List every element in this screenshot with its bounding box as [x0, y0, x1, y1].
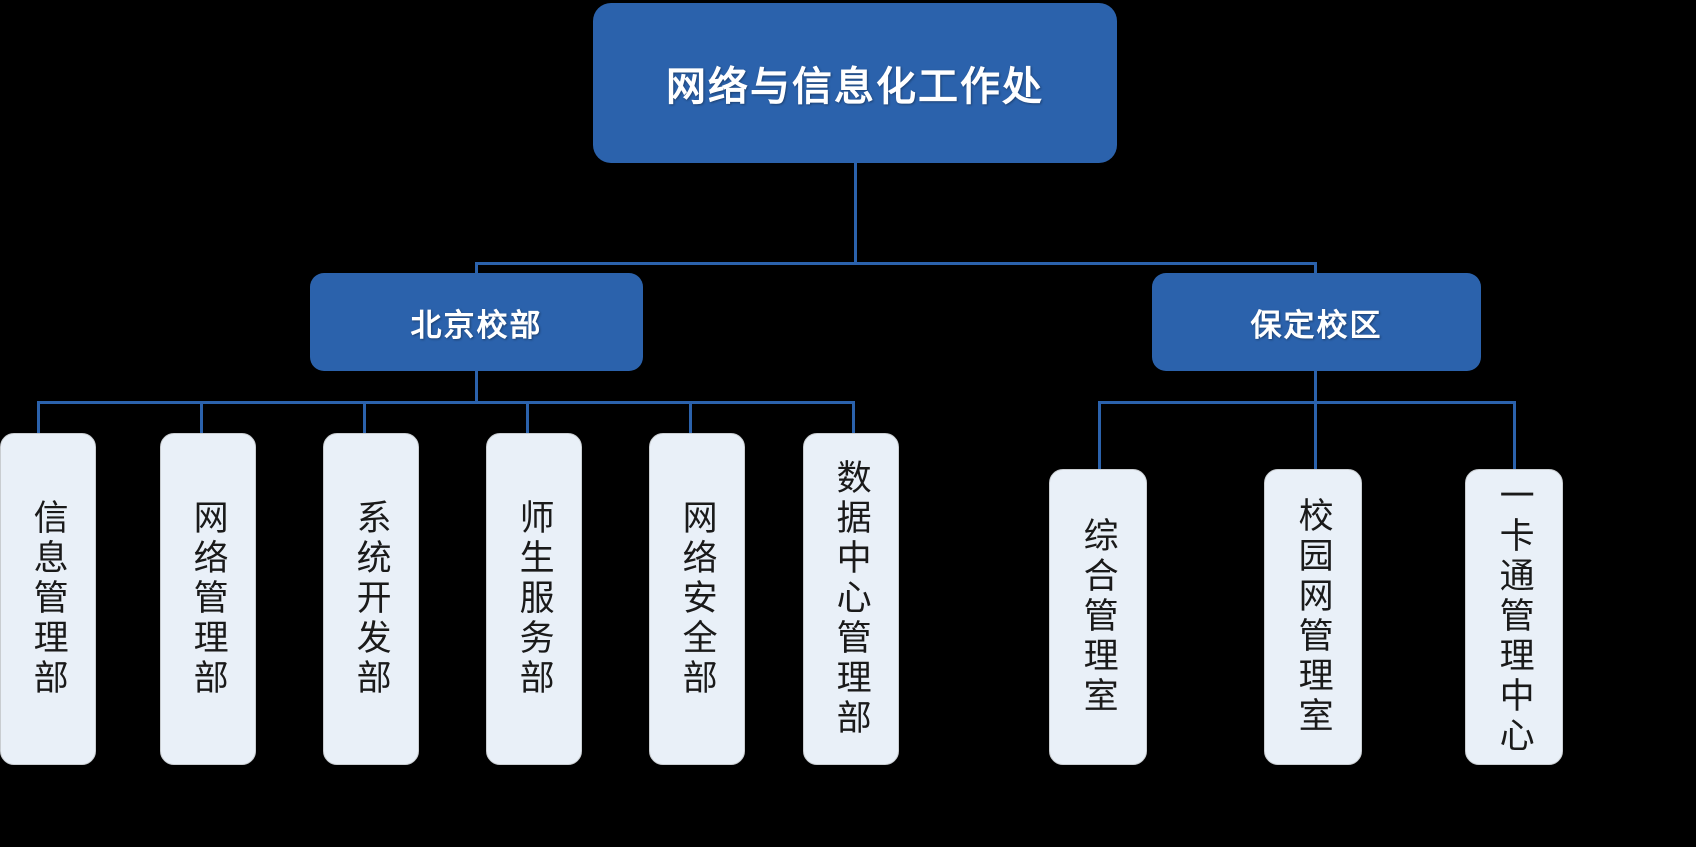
- connector-beijing-drop-1: [37, 401, 40, 434]
- connector-beijing-bus: [37, 401, 855, 404]
- node-leaf-label: 综合管理室: [1078, 517, 1118, 717]
- node-leaf-label: 网络管理部: [188, 499, 228, 699]
- node-leaf-xiaoyuanwang-guanli-shi[interactable]: 校园网管理室: [1264, 469, 1362, 765]
- node-leaf-yikatong-guanli-zhongxin[interactable]: 一卡通管理中心: [1465, 469, 1563, 765]
- node-leaf-shisheng-fuwu-bu[interactable]: 师生服务部: [486, 433, 582, 765]
- connector-beijing-drop-5: [689, 401, 692, 434]
- node-leaf-wangluo-guanli-bu[interactable]: 网络管理部: [160, 433, 256, 765]
- node-leaf-label: 网络安全部: [677, 499, 717, 699]
- node-leaf-label: 校园网管理室: [1293, 497, 1333, 737]
- connector-baoding-drop-1: [1098, 401, 1101, 469]
- connector-beijing-stem: [475, 371, 478, 403]
- node-leaf-zonghe-guanli-shi[interactable]: 综合管理室: [1049, 469, 1147, 765]
- connector-baoding-stem: [1314, 371, 1317, 403]
- node-leaf-label: 系统开发部: [351, 499, 391, 699]
- connector-level2-bus: [475, 262, 1317, 265]
- node-leaf-wangluo-anquan-bu[interactable]: 网络安全部: [649, 433, 745, 765]
- node-leaf-shuju-zhongxin-guanli-bu[interactable]: 数据中心管理部: [803, 433, 899, 765]
- node-branch-baoding-label: 保定校区: [1250, 307, 1383, 343]
- node-leaf-xitong-kaifa-bu[interactable]: 系统开发部: [323, 433, 419, 765]
- node-leaf-xinxi-guanli-bu[interactable]: 信息管理部: [0, 433, 96, 765]
- node-leaf-label: 数据中心管理部: [831, 459, 871, 739]
- node-leaf-label: 一卡通管理中心: [1494, 477, 1534, 757]
- node-root[interactable]: 网络与信息化工作处: [593, 3, 1117, 163]
- node-leaf-label: 师生服务部: [514, 499, 554, 699]
- connector-root-stem: [854, 163, 857, 264]
- connector-baoding-drop-3: [1513, 401, 1516, 469]
- connector-beijing-drop-6: [852, 401, 855, 434]
- node-branch-baoding[interactable]: 保定校区: [1152, 273, 1481, 371]
- node-root-label: 网络与信息化工作处: [666, 65, 1044, 109]
- connector-beijing-drop-2: [200, 401, 203, 434]
- node-branch-beijing[interactable]: 北京校部: [310, 273, 643, 371]
- connector-beijing-drop-4: [526, 401, 529, 434]
- connector-baoding-drop-2: [1314, 401, 1317, 469]
- connector-baoding-bus: [1098, 401, 1516, 404]
- node-leaf-label: 信息管理部: [28, 499, 68, 699]
- connector-beijing-drop-3: [363, 401, 366, 434]
- node-branch-beijing-label: 北京校部: [410, 307, 543, 343]
- connector-to-branch-baoding: [1314, 262, 1317, 275]
- connector-to-branch-beijing: [475, 262, 478, 275]
